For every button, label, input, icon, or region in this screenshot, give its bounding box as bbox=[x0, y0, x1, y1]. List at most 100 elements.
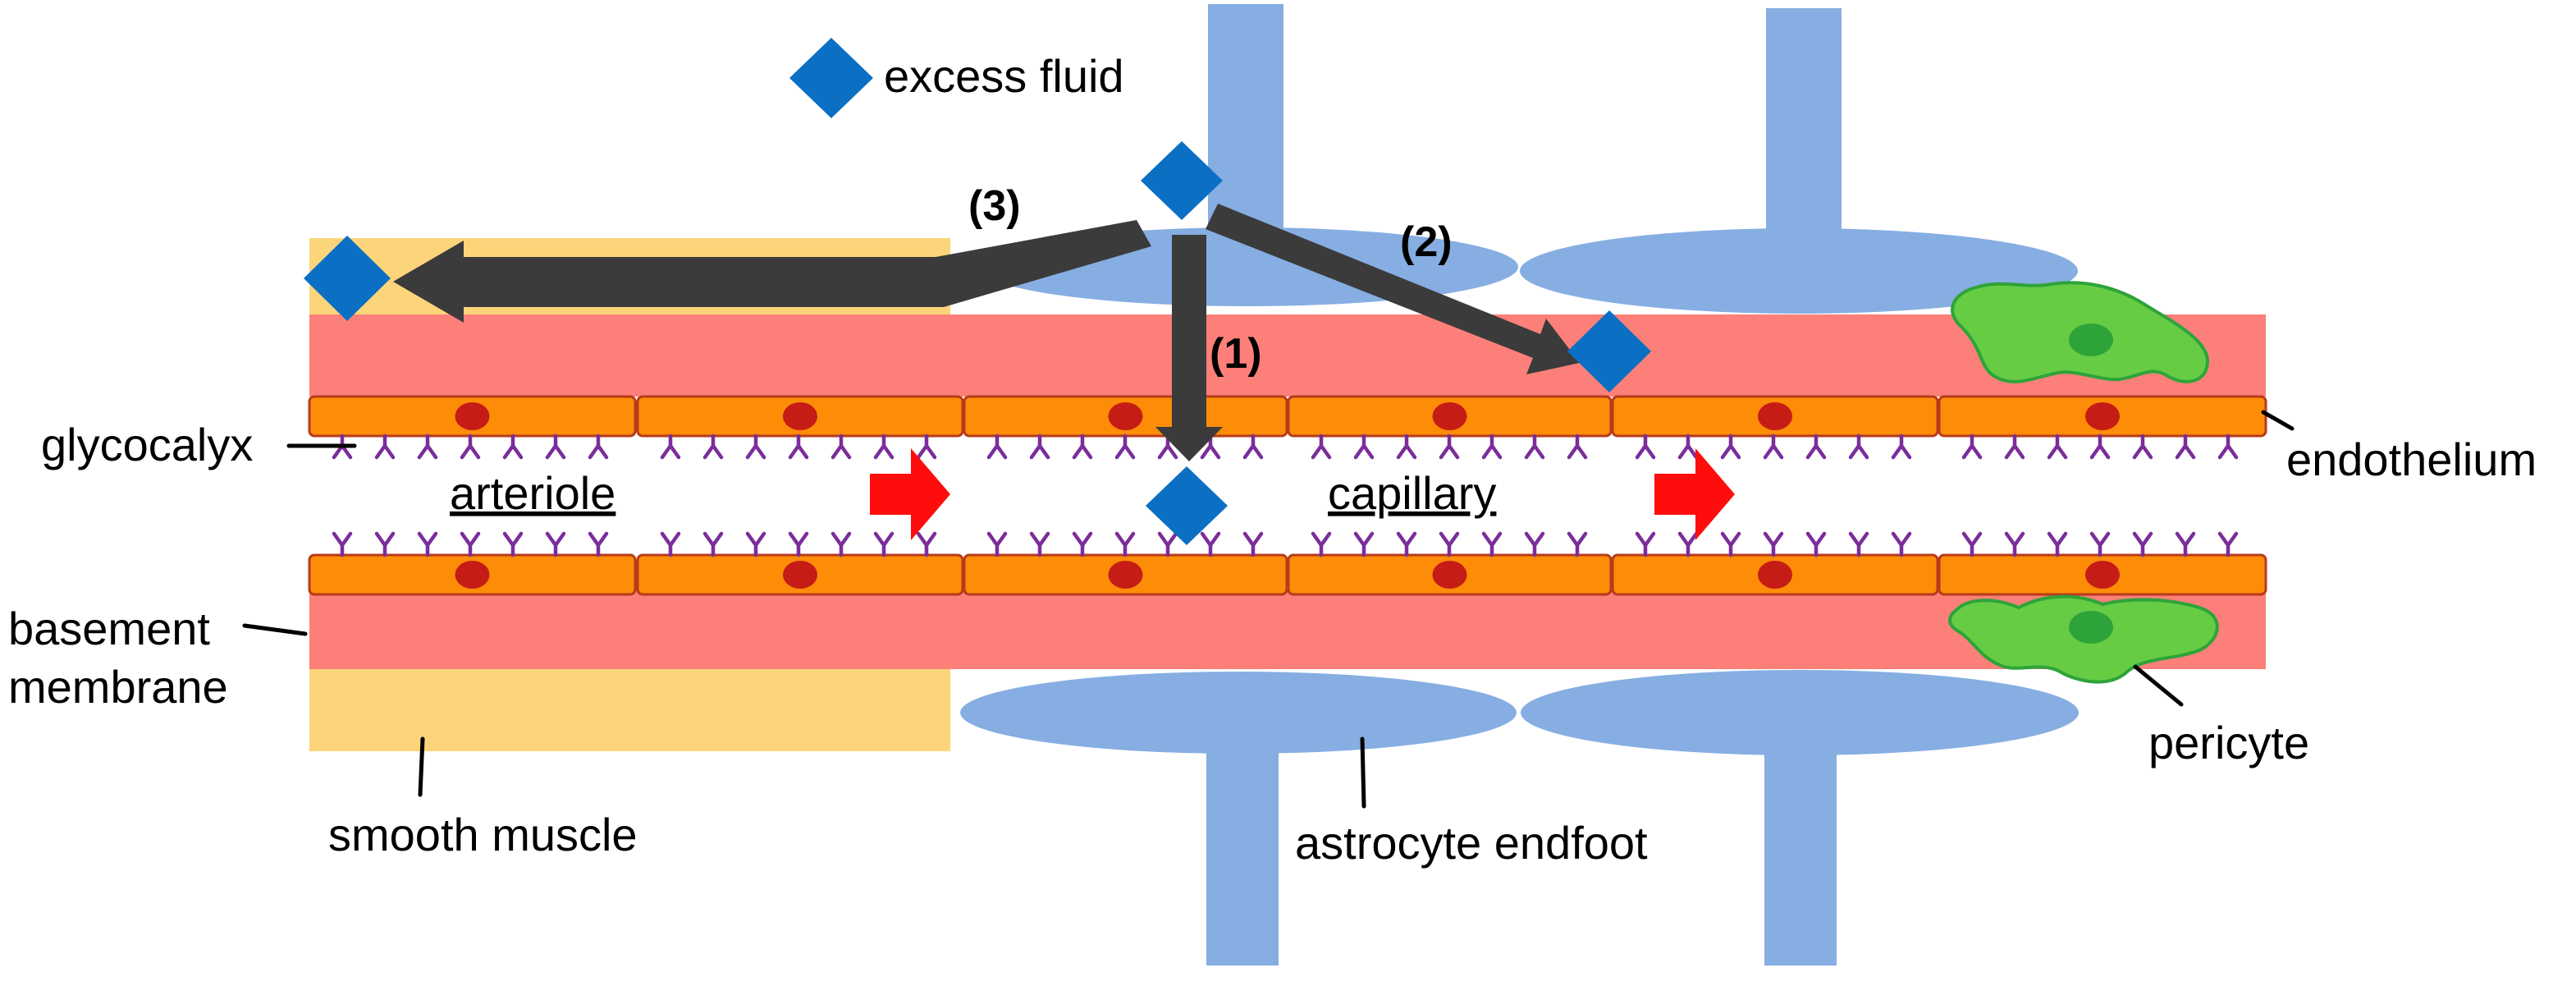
fluid-diamond-source bbox=[1141, 141, 1223, 220]
cell-nucleus bbox=[2085, 561, 2120, 589]
glycocalyx-strand bbox=[1964, 436, 1980, 457]
cell-nucleus bbox=[1758, 561, 1792, 589]
glycocalyx-strand bbox=[1569, 436, 1585, 457]
glycocalyx-strand bbox=[2177, 534, 2194, 555]
glycocalyx-strand bbox=[1202, 534, 1219, 555]
cell-nucleus bbox=[455, 402, 490, 430]
glycocalyx-strand bbox=[705, 436, 721, 457]
glycocalyx-strand bbox=[334, 534, 350, 555]
glycocalyx-strand bbox=[1569, 534, 1585, 555]
glycocalyx-strand bbox=[2049, 436, 2066, 457]
glycocalyx-strand bbox=[1680, 534, 1696, 555]
cell-nucleus bbox=[783, 402, 817, 430]
fluid-diamond-lumen bbox=[1146, 466, 1228, 545]
glycocalyx-strand bbox=[2092, 534, 2108, 555]
glycocalyx-strand bbox=[1526, 534, 1543, 555]
glycocalyx-strand bbox=[1441, 534, 1457, 555]
glycocalyx-strand bbox=[1484, 534, 1500, 555]
label-pathway-2: (2) bbox=[1400, 218, 1453, 266]
glycocalyx-strand bbox=[2220, 436, 2236, 457]
glycocalyx-strand bbox=[2220, 534, 2236, 555]
glycocalyx-strand bbox=[2177, 436, 2194, 457]
cell-nucleus bbox=[1432, 402, 1467, 430]
label-membrane: membrane bbox=[8, 661, 228, 713]
glycocalyx-strand bbox=[918, 534, 935, 555]
glycocalyx-strand bbox=[1245, 436, 1261, 457]
glycocalyx-strand bbox=[419, 436, 436, 457]
glycocalyx-strand bbox=[876, 436, 892, 457]
astrocyte-endfoot-bottom-left bbox=[960, 672, 1517, 754]
glycocalyx-strand bbox=[876, 534, 892, 555]
glycocalyx-strand bbox=[1723, 534, 1739, 555]
glycocalyx-strand bbox=[790, 436, 807, 457]
glycocalyx-strand bbox=[1765, 534, 1782, 555]
glycocalyx-strand bbox=[833, 436, 849, 457]
glycocalyx-strand bbox=[1398, 534, 1415, 555]
glycocalyx-strand bbox=[1964, 534, 1980, 555]
smooth-muscle-bottom bbox=[309, 669, 950, 751]
glycocalyx-strand bbox=[1893, 534, 1910, 555]
label-pericyte: pericyte bbox=[2148, 717, 2309, 768]
glycocalyx-strand bbox=[748, 436, 764, 457]
label-pathway-1: (1) bbox=[1210, 330, 1262, 378]
glycocalyx-strand bbox=[1313, 436, 1329, 457]
glycocalyx-strand bbox=[790, 534, 807, 555]
glycocalyx-strand bbox=[1637, 534, 1654, 555]
label-basement: basement bbox=[8, 603, 210, 654]
glycocalyx-strand bbox=[2092, 436, 2108, 457]
glycocalyx-strand bbox=[377, 534, 393, 555]
fluid-diamond-capillary bbox=[1567, 310, 1651, 392]
glycocalyx-strand bbox=[1851, 534, 1867, 555]
glycocalyx-strand bbox=[662, 534, 679, 555]
cell-nucleus bbox=[1432, 561, 1467, 589]
glycocalyx-strand bbox=[1160, 534, 1176, 555]
glycocalyx-strand bbox=[2049, 534, 2066, 555]
label-arteriole: arteriole bbox=[450, 467, 615, 519]
glycocalyx-strand bbox=[1032, 436, 1048, 457]
glycocalyx-strand bbox=[1398, 436, 1415, 457]
glycocalyx-strand bbox=[1356, 436, 1372, 457]
glycocalyx-strand bbox=[1313, 534, 1329, 555]
glycocalyx-strand bbox=[833, 534, 849, 555]
fluid-diamond-legend bbox=[789, 38, 873, 118]
glycocalyx-strand bbox=[419, 534, 436, 555]
pericyte-bottom bbox=[1948, 594, 2219, 684]
label-astrocyte-endfoot: astrocyte endfoot bbox=[1295, 817, 1648, 869]
glycocalyx-strand bbox=[377, 436, 393, 457]
glycocalyx-strand bbox=[1526, 436, 1543, 457]
leader-lines bbox=[242, 410, 2295, 809]
astrocyte-endfoot-bottom-right bbox=[1521, 670, 2079, 755]
glycocalyx-strand bbox=[462, 534, 478, 555]
glycocalyx-strand bbox=[2134, 534, 2151, 555]
glycocalyx-strand bbox=[1808, 436, 1824, 457]
astrocyte-stem-bottom-left bbox=[1206, 722, 1279, 966]
glycocalyx-strand bbox=[2134, 436, 2151, 457]
glycocalyx-strand bbox=[1441, 436, 1457, 457]
leader-endothelium bbox=[2261, 410, 2295, 431]
cell-nucleus bbox=[2085, 402, 2120, 430]
glycocalyx-strand bbox=[989, 436, 1005, 457]
cell-nucleus bbox=[1758, 402, 1792, 430]
leader-basement-membrane bbox=[242, 623, 308, 636]
flow-arrow-left bbox=[870, 448, 950, 540]
glycocalyx-strand bbox=[1245, 534, 1261, 555]
glycocalyx-strand bbox=[748, 534, 764, 555]
leader-smooth-muscle bbox=[418, 736, 425, 797]
glycocalyx-strand bbox=[1680, 436, 1696, 457]
glycocalyx-bottom bbox=[334, 534, 2236, 555]
glycocalyx-strand bbox=[1032, 534, 1048, 555]
label-pathway-3: (3) bbox=[968, 182, 1021, 230]
glycocalyx-strand bbox=[590, 436, 606, 457]
glycocalyx-strand bbox=[1808, 534, 1824, 555]
label-smooth-muscle: smooth muscle bbox=[328, 809, 638, 860]
glycocalyx-strand bbox=[1117, 534, 1133, 555]
cell-nucleus bbox=[1108, 402, 1143, 430]
glycocalyx-strand bbox=[462, 436, 478, 457]
label-glycocalyx: glycocalyx bbox=[41, 419, 253, 470]
leader-astrocyte-endfoot bbox=[1360, 736, 1366, 809]
label-endothelium: endothelium bbox=[2286, 433, 2537, 485]
glycocalyx-strand bbox=[1117, 436, 1133, 457]
astrocyte-stem-top-right bbox=[1766, 8, 1842, 246]
pathway-arrow-3 bbox=[393, 220, 1151, 323]
